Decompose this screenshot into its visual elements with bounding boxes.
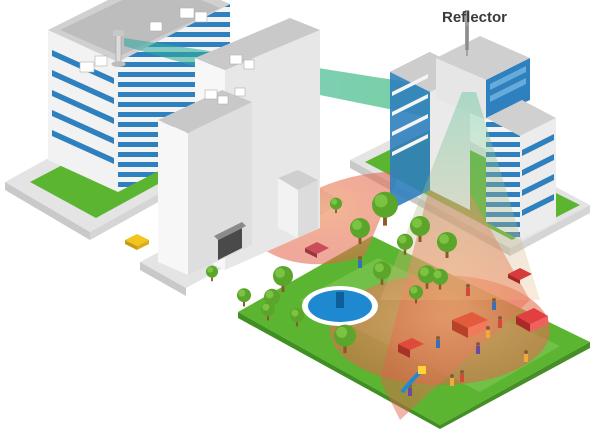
person-icon xyxy=(460,370,464,382)
tree-icon xyxy=(334,324,356,354)
person-icon xyxy=(492,298,496,310)
tree-icon xyxy=(432,268,448,290)
antenna-icon xyxy=(111,30,126,67)
person-icon xyxy=(486,326,490,338)
tree-icon xyxy=(330,197,342,214)
person-icon xyxy=(450,374,454,386)
tree-icon xyxy=(206,265,218,282)
person-icon xyxy=(524,350,528,362)
tree-icon xyxy=(418,265,436,289)
kiosk-building xyxy=(278,170,318,238)
person-icon xyxy=(358,256,528,396)
tree-icon xyxy=(437,232,457,258)
car-icon xyxy=(125,234,532,284)
tree-icon xyxy=(261,302,275,321)
person-icon xyxy=(358,256,362,268)
person-icon xyxy=(498,316,502,328)
pond xyxy=(302,286,378,326)
tree-icon xyxy=(373,261,391,285)
person-icon xyxy=(466,284,470,296)
tree-icon xyxy=(372,191,398,226)
tree-icon xyxy=(409,285,423,304)
center-front-building xyxy=(158,87,252,275)
tree-icon xyxy=(237,288,251,307)
tree-icon xyxy=(410,216,430,242)
truck-icon xyxy=(398,308,548,358)
tree-icon xyxy=(290,308,304,327)
playground-slide xyxy=(400,366,426,394)
reflector-label: Reflector xyxy=(442,9,507,26)
person-icon xyxy=(476,342,480,354)
tree-icon xyxy=(206,191,457,354)
person-icon xyxy=(436,336,440,348)
tree-icon xyxy=(273,266,293,292)
tree-icon xyxy=(397,233,413,255)
reflected-beam xyxy=(380,92,540,300)
tree-icon xyxy=(350,218,370,244)
